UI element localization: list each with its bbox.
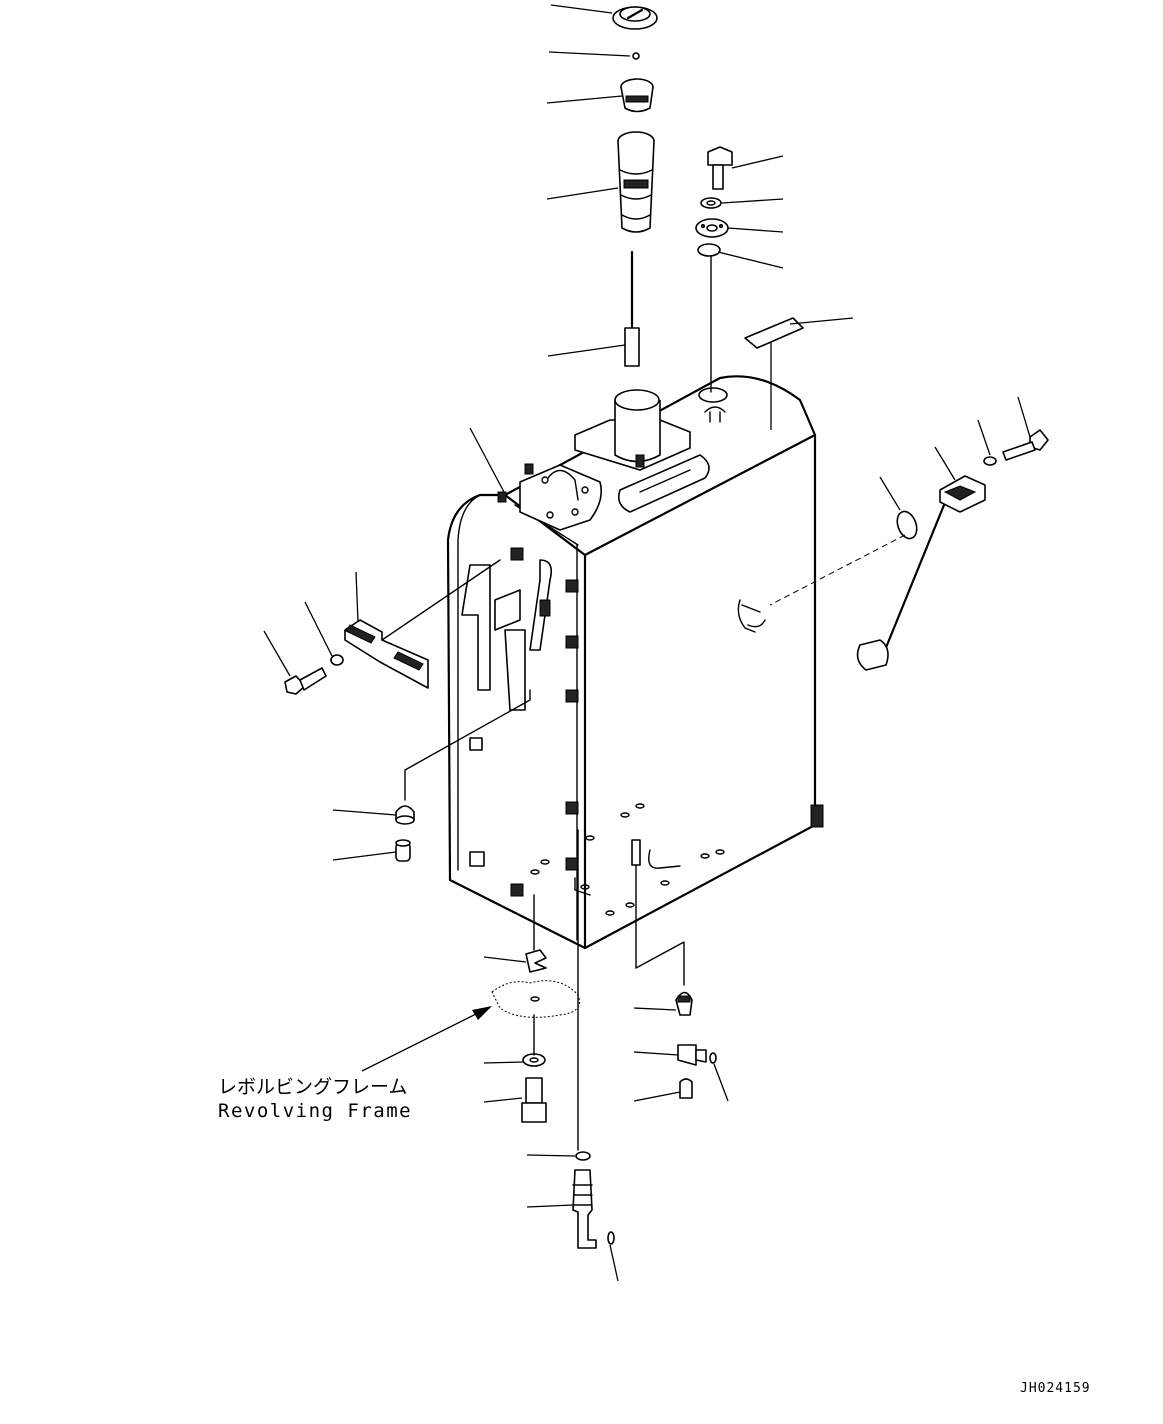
revolving-frame-callout: レボルビングフレーム Revolving Frame xyxy=(218,1006,492,1122)
bottom-holes xyxy=(530,803,725,916)
revolving-frame-label-jp: レボルビングフレーム xyxy=(218,1076,407,1098)
tank-nuts xyxy=(469,547,824,897)
level-gauge xyxy=(769,429,1049,671)
left-bracket xyxy=(284,559,501,695)
leader-lines xyxy=(263,4,1031,1282)
small-pin xyxy=(632,52,640,60)
drain-valve xyxy=(572,829,615,1249)
dipstick xyxy=(624,250,640,367)
label-plate xyxy=(744,317,804,349)
bolt-upper xyxy=(695,146,733,393)
drawing-code: JH024159 xyxy=(1020,1381,1091,1396)
filler-cap xyxy=(612,6,658,30)
drain-parts xyxy=(491,894,580,1123)
strainer-ring xyxy=(620,78,654,113)
strainer xyxy=(617,131,655,233)
revolving-frame-label-en: Revolving Frame xyxy=(218,1100,412,1122)
fuel-tank xyxy=(446,375,824,950)
small-cap-parts xyxy=(395,689,531,862)
drain-cock xyxy=(635,864,717,1099)
